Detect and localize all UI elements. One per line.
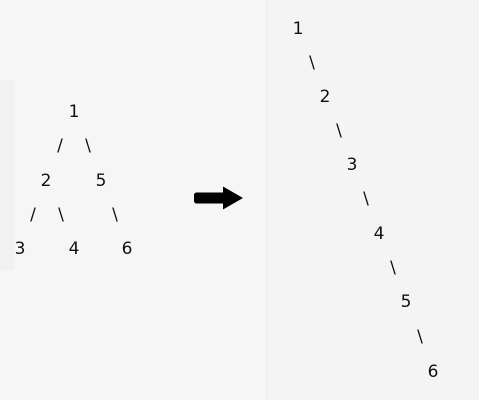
- list-edge-3-4: \: [363, 189, 369, 209]
- right-arrow-icon: [194, 186, 243, 210]
- list-edge-2-3: \: [336, 121, 342, 141]
- tree-node-2: 2: [40, 171, 52, 191]
- tree-node-5: 5: [95, 171, 107, 191]
- list-node-6: 6: [427, 362, 439, 382]
- list-edge-1-2: \: [309, 53, 315, 73]
- edge-2-3: /: [30, 205, 36, 225]
- tree-node-3: 3: [14, 239, 26, 259]
- list-node-1: 1: [292, 19, 304, 39]
- edge-2-4: \: [58, 205, 64, 225]
- list-node-2: 2: [319, 87, 331, 107]
- flattened-tree-panel: [266, 0, 479, 400]
- edge-1-2: /: [57, 136, 63, 156]
- list-edge-5-6: \: [417, 327, 423, 347]
- edge-1-5: \: [85, 136, 91, 156]
- list-node-4: 4: [373, 224, 385, 244]
- list-node-5: 5: [400, 292, 412, 312]
- list-node-3: 3: [346, 155, 358, 175]
- edge-5-6: \: [112, 205, 118, 225]
- list-edge-4-5: \: [390, 258, 396, 278]
- tree-node-1: 1: [68, 102, 80, 122]
- tree-node-4: 4: [68, 239, 80, 259]
- tree-node-6: 6: [121, 239, 133, 259]
- source-tree-panel: [0, 0, 150, 400]
- left-side-strip: [0, 80, 14, 270]
